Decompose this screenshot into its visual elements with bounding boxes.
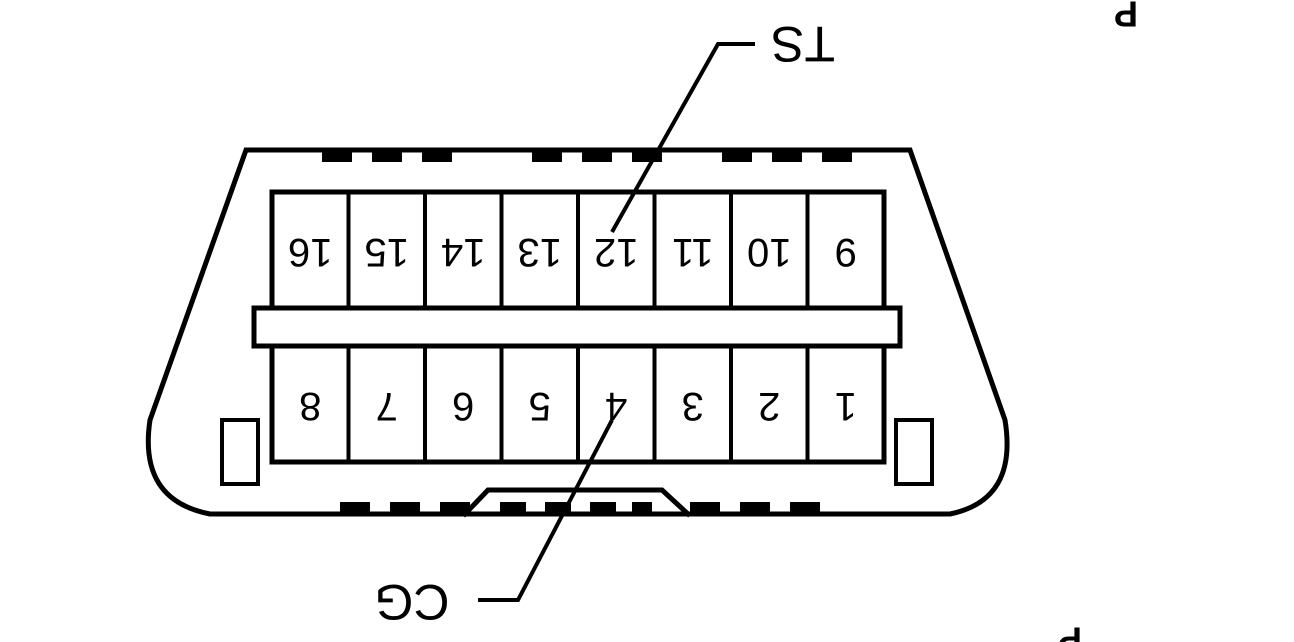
notch: [632, 502, 652, 514]
top-edge-notches: [322, 150, 852, 162]
pin-number-1: 1: [835, 384, 857, 428]
notch: [390, 502, 420, 514]
notch: [790, 502, 820, 514]
notch: [500, 502, 526, 514]
notch: [440, 502, 470, 514]
corner-mark-bottom-right: P: [1058, 620, 1082, 642]
pin-number-10: 10: [747, 230, 792, 274]
right-guide-slot: [894, 418, 934, 486]
key-tab: [461, 487, 692, 518]
pin-number-9: 9: [835, 230, 857, 274]
pin-number-11: 11: [672, 230, 714, 274]
pin-dividers: [346, 192, 810, 462]
notch: [532, 150, 562, 162]
bottom-edge-notches: [340, 502, 820, 514]
pin-number-2: 2: [758, 384, 780, 428]
connector-housing: [145, 147, 1010, 517]
pin-number-6: 6: [452, 384, 474, 428]
notch: [340, 502, 370, 514]
pin-number-14: 14: [441, 230, 486, 274]
center-bar: [251, 305, 903, 349]
notch: [590, 502, 616, 514]
notch: [582, 150, 612, 162]
pin-labels: 16 15 14 13 12 11 10 9 8 7 6 5 4 3 2 1: [288, 230, 857, 428]
pin-number-13: 13: [518, 230, 563, 274]
pin-number-8: 8: [299, 384, 321, 428]
pin-number-4: 4: [605, 384, 627, 428]
left-guide-slot: [220, 418, 260, 486]
notch: [740, 502, 770, 514]
notch: [422, 150, 452, 162]
cg-label: CG: [375, 574, 450, 630]
corner-mark-top-right: P: [1114, 0, 1138, 35]
pin-number-3: 3: [682, 384, 704, 428]
pin-number-5: 5: [529, 384, 551, 428]
notch: [772, 150, 802, 162]
cg-leader-line: [478, 419, 614, 602]
ts-label: TS: [771, 16, 835, 72]
pin-number-7: 7: [376, 384, 398, 428]
notch: [322, 150, 352, 162]
notch: [690, 502, 720, 514]
ts-leader-line: [610, 42, 755, 233]
notch: [722, 150, 752, 162]
pin-number-12: 12: [594, 230, 639, 274]
key-tab-outline: [461, 487, 692, 518]
notch: [822, 150, 852, 162]
pin-number-16: 16: [288, 230, 333, 274]
pin-number-15: 15: [365, 230, 410, 274]
notch: [372, 150, 402, 162]
